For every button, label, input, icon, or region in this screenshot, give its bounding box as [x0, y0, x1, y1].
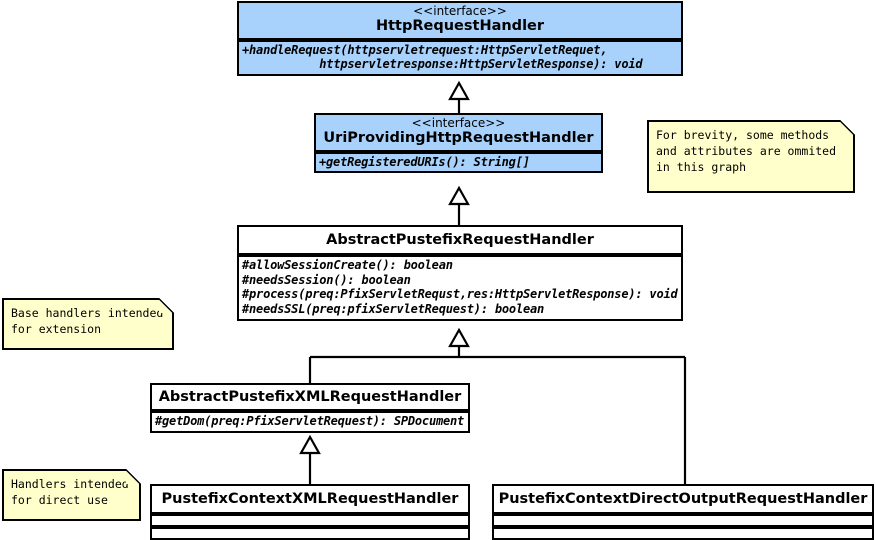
compartment-separator	[152, 409, 468, 414]
note-fold-icon	[840, 120, 855, 135]
attributes-compartment	[152, 516, 468, 525]
class-box-pustefix-context-xml-request-handler[interactable]: PustefixContextXMLRequestHandler	[150, 484, 470, 540]
operation-item: +getRegisteredURIs(): String[]	[319, 154, 530, 169]
class-header-http-request-handler: <<interface>> HttpRequestHandler	[239, 3, 681, 38]
class-name: PustefixContextXMLRequestHandler	[161, 491, 459, 507]
operations-compartment: +handleRequest(httpservletrequest:HttpSe…	[239, 42, 681, 74]
compartment-separator	[494, 525, 872, 530]
operation-item: #needsSession(): boolean	[242, 272, 411, 287]
class-name: AbstractPustefixRequestHandler	[326, 232, 594, 248]
compartment-separator	[494, 512, 872, 517]
note-text: Base handlers intended for extension	[11, 306, 164, 336]
compartment-separator	[239, 37, 681, 42]
note-text: For brevity, some methods and attributes…	[656, 128, 837, 174]
operations-compartment	[494, 529, 872, 538]
generalization-uri-to-http	[448, 80, 470, 113]
operation-item: #getDom(preq:PfixServletRequest): SPDocu…	[155, 414, 465, 429]
operation-item: #process(preq:PfixServletRequst,res:Http…	[242, 287, 678, 302]
compartment-separator	[152, 512, 468, 517]
compartment-separator	[239, 253, 681, 258]
operations-compartment	[152, 529, 468, 538]
note-brevity[interactable]: For brevity, some methods and attributes…	[647, 120, 855, 193]
note-direct-use[interactable]: Handlers intended for direct use	[2, 469, 141, 521]
class-stereotype: <<interface>>	[411, 116, 506, 130]
class-header-pustefix-context-xml-request-handler: PustefixContextXMLRequestHandler	[152, 486, 468, 512]
class-name: PustefixContextDirectOutputRequestHandle…	[498, 491, 868, 507]
compartment-separator	[152, 525, 468, 530]
operation-item: +handleRequest(httpservletrequest:HttpSe…	[242, 42, 608, 57]
class-header-uri-providing-http-request-handler: <<interface>> UriProvidingHttpRequestHan…	[316, 115, 601, 150]
class-name: AbstractPustefixXMLRequestHandler	[158, 389, 462, 405]
compartment-separator	[316, 149, 601, 154]
generalization-abstract-to-uri	[448, 185, 470, 225]
operation-item: #needsSSL(preq:pfixServletRequest): bool…	[242, 302, 545, 317]
operations-compartment: #getDom(preq:PfixServletRequest): SPDocu…	[152, 413, 468, 431]
attributes-compartment	[494, 516, 872, 525]
operation-item: httpservletresponse:HttpServletResponse)…	[242, 57, 643, 72]
generalization-contextxml-to-xml	[299, 434, 321, 484]
class-box-abstract-pustefix-request-handler[interactable]: AbstractPustefixRequestHandler #allowSes…	[237, 225, 683, 321]
note-base-handlers[interactable]: Base handlers intended for extension	[2, 298, 174, 350]
class-box-http-request-handler[interactable]: <<interface>> HttpRequestHandler +handle…	[237, 1, 683, 76]
class-header-pustefix-context-direct-output-request-handler: PustefixContextDirectOutputRequestHandle…	[494, 486, 872, 512]
operation-item: #allowSessionCreate(): boolean	[242, 258, 453, 273]
class-name: UriProvidingHttpRequestHandler	[323, 130, 594, 147]
class-name: HttpRequestHandler	[375, 18, 545, 35]
note-text: Handlers intended for direct use	[11, 477, 129, 507]
operations-compartment: #allowSessionCreate(): boolean #needsSes…	[239, 257, 681, 319]
class-stereotype: <<interface>>	[413, 4, 507, 18]
note-fold-icon	[126, 469, 141, 484]
class-box-uri-providing-http-request-handler[interactable]: <<interface>> UriProvidingHttpRequestHan…	[314, 113, 603, 174]
class-box-abstract-pustefix-xml-request-handler[interactable]: AbstractPustefixXMLRequestHandler #getDo…	[150, 383, 470, 433]
class-box-pustefix-context-direct-output-request-handler[interactable]: PustefixContextDirectOutputRequestHandle…	[492, 484, 874, 540]
operations-compartment: +getRegisteredURIs(): String[]	[316, 154, 601, 172]
note-fold-icon	[159, 298, 174, 313]
class-header-abstract-pustefix-request-handler: AbstractPustefixRequestHandler	[239, 227, 681, 253]
class-header-abstract-pustefix-xml-request-handler: AbstractPustefixXMLRequestHandler	[152, 385, 468, 409]
